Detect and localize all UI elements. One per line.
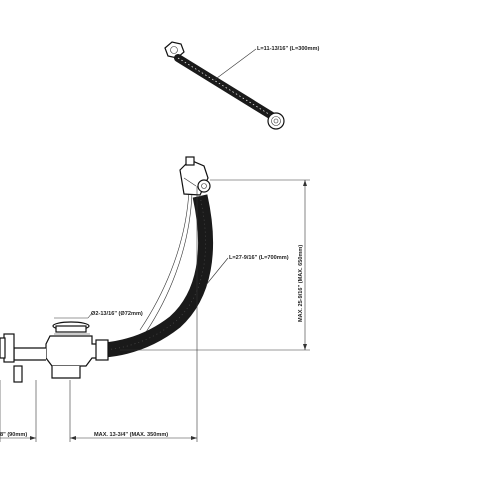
control-cable bbox=[139, 189, 190, 331]
outlet-pipe bbox=[0, 333, 81, 383]
overflow-assembly: L=27-9/16" (L=700mm) bbox=[103, 156, 289, 358]
max-width-label: MAX. 13-3/4" (MAX. 350mm) bbox=[94, 432, 168, 438]
max-height-label: MAX. 25-9/16" (MAX. 650mm) bbox=[298, 245, 304, 322]
drain-assembly: Ø2-13/16" (Ø72mm) bbox=[0, 311, 143, 383]
short-hose-assembly: L=11-13/16" (L=300mm) bbox=[164, 41, 319, 130]
long-hose-leader bbox=[205, 257, 229, 286]
drain-diameter-label: Ø2-13/16" (Ø72mm) bbox=[91, 311, 143, 317]
dimension-lines: MAX. 25-9/16" (MAX. 650mm) MAX. 13-3/4" … bbox=[0, 179, 310, 442]
short-hose-length-label: L=11-13/16" (L=300mm) bbox=[257, 46, 319, 52]
long-hose-length-label: L=27-9/16" (L=700mm) bbox=[229, 255, 289, 261]
short-hose-bottom-nut bbox=[267, 112, 285, 130]
overflow-head bbox=[179, 156, 211, 196]
short-hose-leader bbox=[212, 48, 257, 82]
drain-cap bbox=[52, 321, 90, 335]
long-hose-body bbox=[103, 194, 214, 358]
left-width-label: 8" (90mm) bbox=[0, 432, 27, 438]
hose-connector bbox=[95, 339, 109, 361]
short-hose-top-nut bbox=[164, 41, 185, 59]
drain-body bbox=[45, 335, 105, 367]
